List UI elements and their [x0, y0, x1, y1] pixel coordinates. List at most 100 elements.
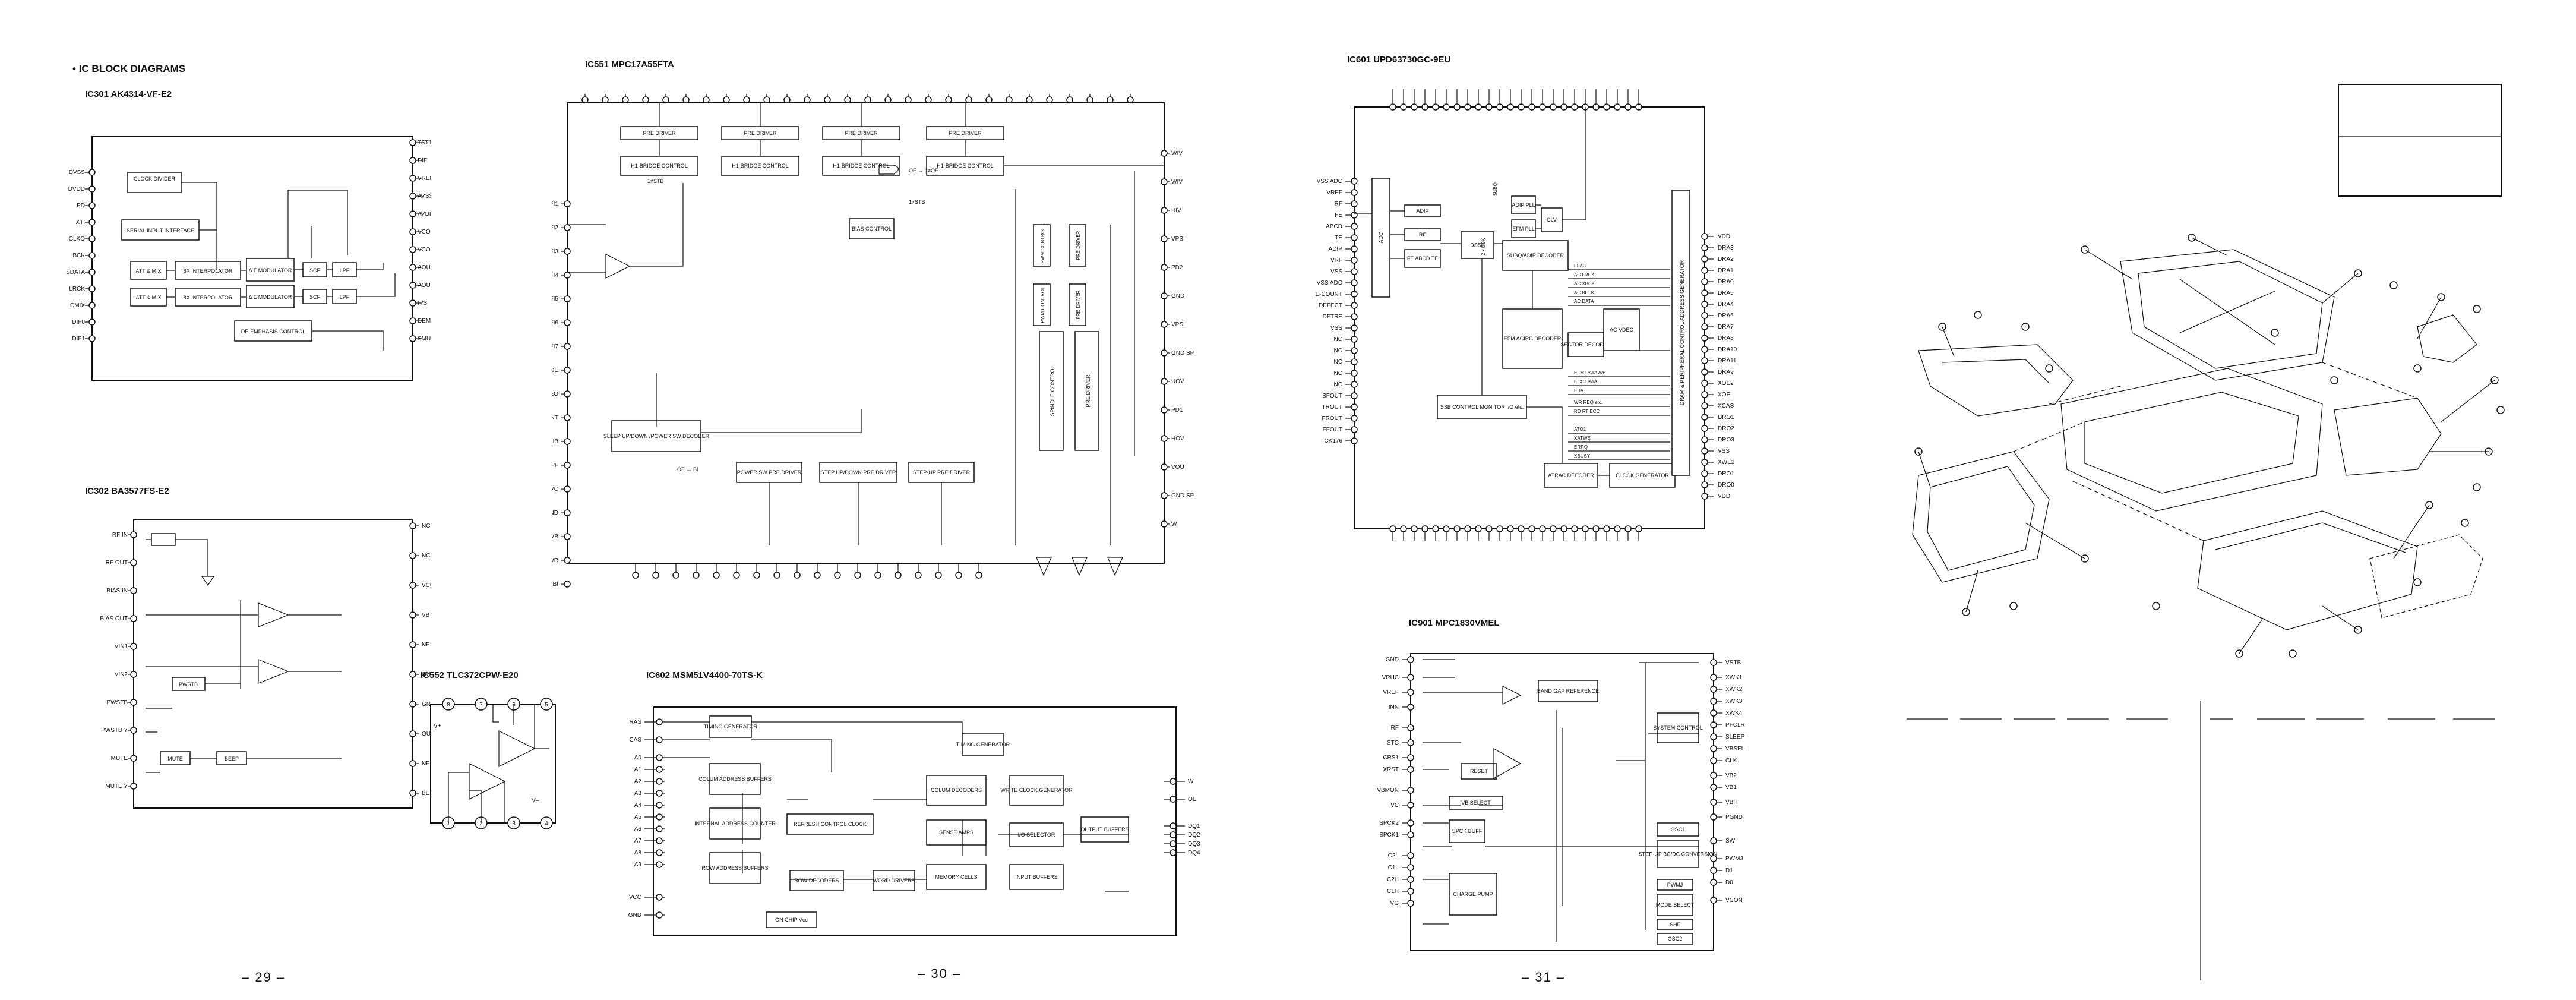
svg-text:5: 5 [545, 702, 548, 708]
svg-text:VCOML: VCOML [418, 229, 431, 235]
svg-text:W: W [1171, 521, 1177, 528]
ic601-pin-left-10 [1351, 279, 1358, 286]
ic301-pin-right-9 [409, 282, 416, 289]
ic551-pin-top-13 [824, 96, 831, 103]
ic301-pin-left-3 [88, 202, 96, 209]
svg-text:H1-BRIDGE CONTROL: H1-BRIDGE CONTROL [833, 163, 890, 169]
svg-text:VPSI: VPSI [1171, 321, 1185, 328]
ic551-pin-top-11 [783, 96, 791, 103]
svg-text:XWK4: XWK4 [1725, 710, 1743, 717]
legend-table-frame [2338, 84, 2502, 197]
svg-text:AOUTR: AOUTR [418, 282, 431, 289]
left-arm-shape [1918, 344, 2074, 417]
svg-text:VSS: VSS [1330, 269, 1342, 275]
ic601-pin-left-7 [1351, 245, 1358, 253]
ic602-column-address-buffers [709, 763, 761, 795]
svg-text:SLEEP: SLEEP [1725, 734, 1745, 740]
ic901-system-control [1657, 712, 1699, 743]
ic602-memory-cells [926, 864, 987, 890]
bottom-rule-lines [1907, 701, 2495, 980]
ic601-pin-left-15 [1351, 336, 1358, 343]
svg-text:VSS: VSS [1718, 448, 1730, 455]
ic551-pin-top-28 [1127, 96, 1134, 103]
svg-text:NC: NC [1334, 359, 1342, 365]
ic901-pin-right-16 [1710, 867, 1717, 874]
ic551-pin-bottom-10 [814, 572, 821, 579]
ic601-pin-top-13 [1518, 103, 1525, 111]
ic901-osc2 [1657, 933, 1693, 945]
ic551-pin-left-16 [564, 557, 571, 564]
ic901-pin-left-17 [1407, 900, 1414, 907]
ic601-pin-top-3 [1411, 103, 1418, 111]
svg-text:POWER SW PRE DRIVER: POWER SW PRE DRIVER [737, 469, 802, 475]
svg-text:BIAS IN: BIAS IN [106, 588, 128, 594]
ic601-pin-left-9 [1351, 268, 1358, 275]
svg-text:PRE DRIVER: PRE DRIVER [845, 130, 878, 136]
svg-text:PD2: PD2 [1171, 264, 1183, 271]
svg-text:MODE SELECT: MODE SELECT [1656, 902, 1695, 908]
svg-text:CLV: CLV [1547, 217, 1557, 223]
ic551-pin-left-15 [564, 533, 571, 540]
svg-text:DEM: DEM [418, 318, 431, 324]
ic601-pin-top-2 [1400, 103, 1407, 111]
svg-text:ON CHIP Vcc: ON CHIP Vcc [775, 917, 808, 923]
svg-text:DRA9: DRA9 [1718, 369, 1734, 376]
svg-text:A0: A0 [634, 755, 642, 761]
svg-text:SUBQ: SUBQ [1493, 182, 1498, 196]
ic601-pin-left-4 [1351, 212, 1358, 219]
ic302-pin-right-4 [409, 611, 416, 619]
ic601-pin-bottom-14 [1528, 525, 1535, 532]
ic601-pin-bottom-1 [1389, 525, 1396, 532]
svg-text:ADC: ADC [1378, 232, 1384, 244]
ic601-pin-top-8 [1464, 103, 1471, 111]
ic551-pin-left-6 [564, 319, 571, 326]
svg-text:XWK1: XWK1 [1725, 674, 1743, 681]
svg-text:DRA0: DRA0 [1718, 279, 1734, 285]
section-title: • IC BLOCK DIAGRAMS [72, 63, 186, 74]
ic901-amp-icon [1493, 747, 1522, 780]
svg-text:XOE: XOE [1718, 392, 1730, 398]
ic551-pin-top-20 [965, 96, 972, 103]
svg-text:NF2: NF2 [422, 761, 431, 767]
svg-text:COLUM DECODERS: COLUM DECODERS [931, 787, 982, 793]
svg-text:VRHC: VRHC [1382, 674, 1399, 681]
ic551-pin-top-19 [945, 96, 952, 103]
ic901-band-gap-reference [1538, 680, 1598, 702]
svg-text:PD1: PD1 [1171, 407, 1183, 414]
ic601-pin-bottom-15 [1539, 525, 1546, 532]
svg-text:NC: NC [422, 553, 430, 559]
ic551-frame [567, 102, 1165, 564]
svg-text:RF IN: RF IN [112, 532, 128, 538]
svg-text:DRA3: DRA3 [1718, 245, 1734, 251]
svg-text:PRE DRIVER: PRE DRIVER [1076, 231, 1081, 260]
ic551-pin-bottom-4 [693, 572, 700, 579]
ic901-pin-right-4 [1710, 698, 1717, 705]
svg-text:RF: RF [1419, 232, 1426, 238]
exploded-view-drawing [1912, 234, 2505, 658]
ic302-title: IC302 BA3577FS-E2 [85, 486, 169, 496]
ic901-pin-left-2 [1407, 674, 1414, 681]
ic551-pin-right-11 [1161, 435, 1168, 442]
ic551-pin-top-27 [1107, 96, 1114, 103]
ic901-pin-left-10 [1407, 802, 1414, 809]
svg-text:CAS: CAS [629, 737, 641, 743]
ic551-pin-bottom-16 [935, 572, 942, 579]
ic601-pin-top-19 [1582, 103, 1589, 111]
ic602-pin-left-9 [656, 825, 663, 832]
svg-text:A6: A6 [634, 826, 642, 832]
ic551-pin-right-8 [1161, 349, 1168, 357]
ic901-pin-left-5 [1407, 724, 1414, 731]
svg-text:HIV: HIV [1171, 207, 1181, 214]
svg-text:PRE DRIVER: PRE DRIVER [643, 130, 676, 136]
ic901-pin-right-1 [1710, 659, 1717, 666]
ic901-pin-left-12 [1407, 831, 1414, 838]
ic552-title: IC552 TLC372CPW-E20 [421, 670, 519, 680]
ic302-pin-right-3 [409, 582, 416, 589]
screw-icon [1974, 311, 1982, 319]
svg-text:PRE DRIVER: PRE DRIVER [744, 130, 777, 136]
ic302-pin-left-3 [130, 587, 137, 594]
ic601-pin-top-14 [1528, 103, 1535, 111]
svg-text:DRA7: DRA7 [1718, 324, 1734, 330]
ic601-pin-right-1 [1701, 233, 1708, 240]
